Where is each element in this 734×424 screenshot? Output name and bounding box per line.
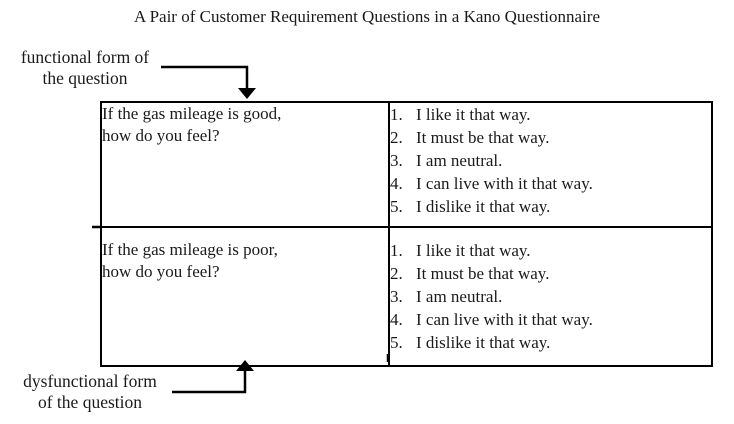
option-item: 1. I like it that way.: [390, 103, 711, 126]
dysfunctional-arrow-line: [172, 369, 247, 394]
functional-arrowhead-down-icon: [238, 88, 256, 99]
option-text: I can live with it that way.: [416, 310, 593, 329]
dysfunctional-form-label: dysfunctional form of the question: [23, 371, 157, 412]
option-text: I like it that way.: [416, 105, 531, 124]
figure-title: A Pair of Customer Requirement Questions…: [134, 7, 600, 26]
option-text: It must be that way.: [416, 128, 550, 147]
option-number: 2.: [390, 264, 403, 283]
functional-arrow-line: [161, 65, 249, 90]
option-item: 3. I am neutral.: [390, 149, 711, 172]
option-number: 1.: [390, 105, 403, 124]
functional-form-label: functional form of the question: [20, 47, 150, 88]
option-number: 5.: [390, 333, 403, 352]
option-number: 5.: [390, 197, 403, 216]
option-number: 4.: [390, 174, 403, 193]
options-cell-functional: 1. I like it that way. 2. It must be that …: [388, 101, 713, 228]
option-text: I am neutral.: [416, 287, 503, 306]
question-cell-dysfunctional: If the gas mileage is poor, how do you f…: [100, 226, 390, 367]
option-number: 4.: [390, 310, 403, 329]
option-item: 1. I like it that way.: [390, 239, 711, 262]
option-number: 2.: [390, 128, 403, 147]
table-row-dysfunctional: If the gas mileage is poor, how do you f…: [100, 226, 713, 367]
option-number: 3.: [390, 287, 403, 306]
option-item: 2. It must be that way.: [390, 126, 711, 149]
question-cell-functional: If the gas mileage is good, how do you f…: [100, 101, 390, 228]
option-item: 5. I dislike it that way.: [390, 331, 711, 354]
option-text: I am neutral.: [416, 151, 503, 170]
option-text: I dislike it that way.: [416, 197, 551, 216]
option-item: 4. I can live with it that way.: [390, 308, 711, 331]
table-row-functional: If the gas mileage is good, how do you f…: [100, 101, 713, 228]
option-text: I dislike it that way.: [416, 333, 551, 352]
option-item: 2. It must be that way.: [390, 262, 711, 285]
option-item: 3. I am neutral.: [390, 285, 711, 308]
options-cell-dysfunctional: 1. I like it that way. 2. It must be that …: [388, 226, 713, 367]
option-text: I can live with it that way.: [416, 174, 593, 193]
option-number: 1.: [390, 241, 403, 260]
option-item: 5. I dislike it that way.: [390, 195, 711, 218]
option-item: 4. I can live with it that way.: [390, 172, 711, 195]
questionnaire-table: If the gas mileage is good, how do you f…: [100, 101, 713, 367]
option-text: It must be that way.: [416, 264, 550, 283]
option-number: 3.: [390, 151, 403, 170]
option-text: I like it that way.: [416, 241, 531, 260]
